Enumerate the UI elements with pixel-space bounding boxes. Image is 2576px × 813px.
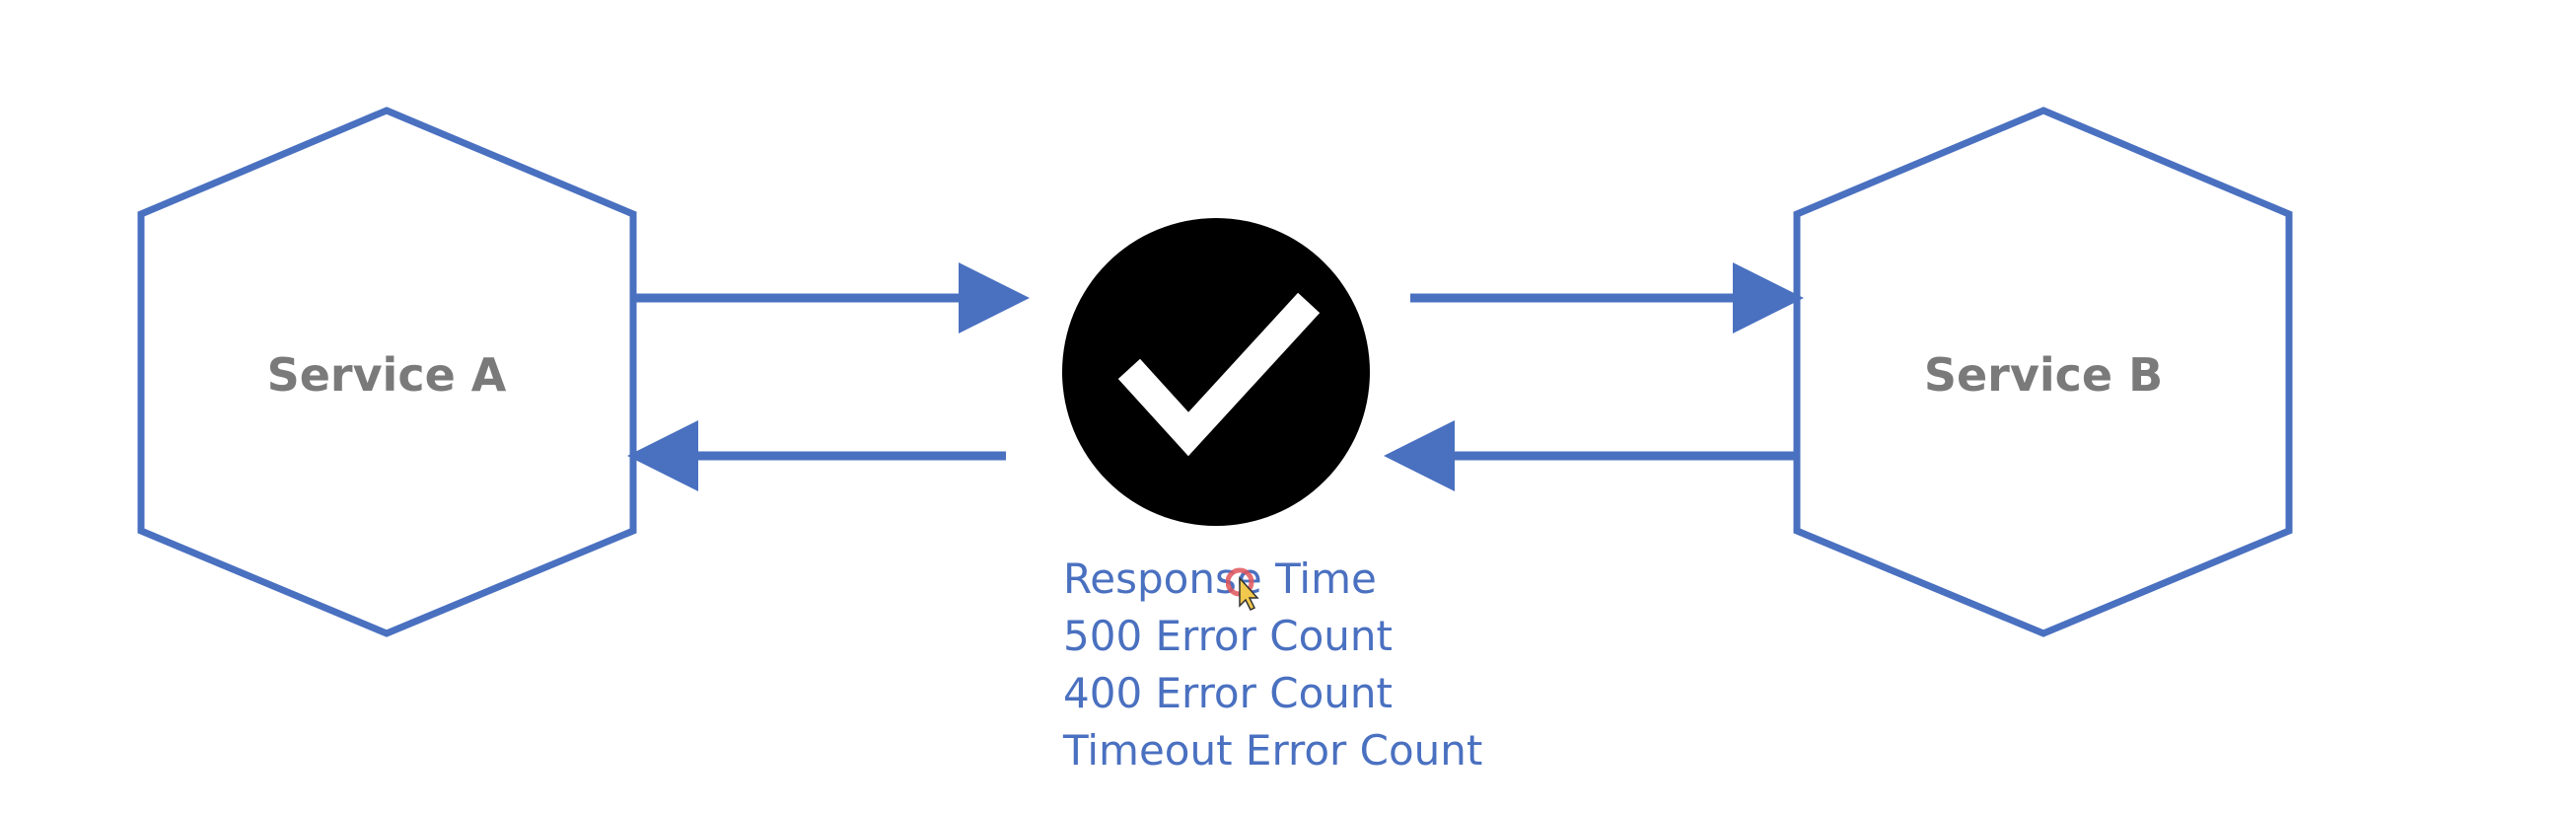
metric-item: Timeout Error Count xyxy=(1063,726,1483,775)
check-circle xyxy=(1062,218,1370,526)
service-a-node: Service A xyxy=(137,107,637,637)
metrics-list: Response Time 500 Error Count 400 Error … xyxy=(1063,551,1482,779)
service-b-label: Service B xyxy=(1924,348,2163,402)
service-a-hexagon xyxy=(137,107,637,637)
service-a-label: Service A xyxy=(267,348,507,402)
metric-item: 500 Error Count xyxy=(1063,612,1393,660)
metric-item: 400 Error Count xyxy=(1063,669,1393,717)
metric-item: Response Time xyxy=(1063,554,1377,603)
service-b-node: Service B xyxy=(1793,107,2293,637)
mouse-cursor-icon xyxy=(1226,567,1259,612)
service-b-hexagon xyxy=(1793,107,2293,637)
checkmark-icon xyxy=(1117,292,1321,457)
check-node xyxy=(1062,218,1370,526)
